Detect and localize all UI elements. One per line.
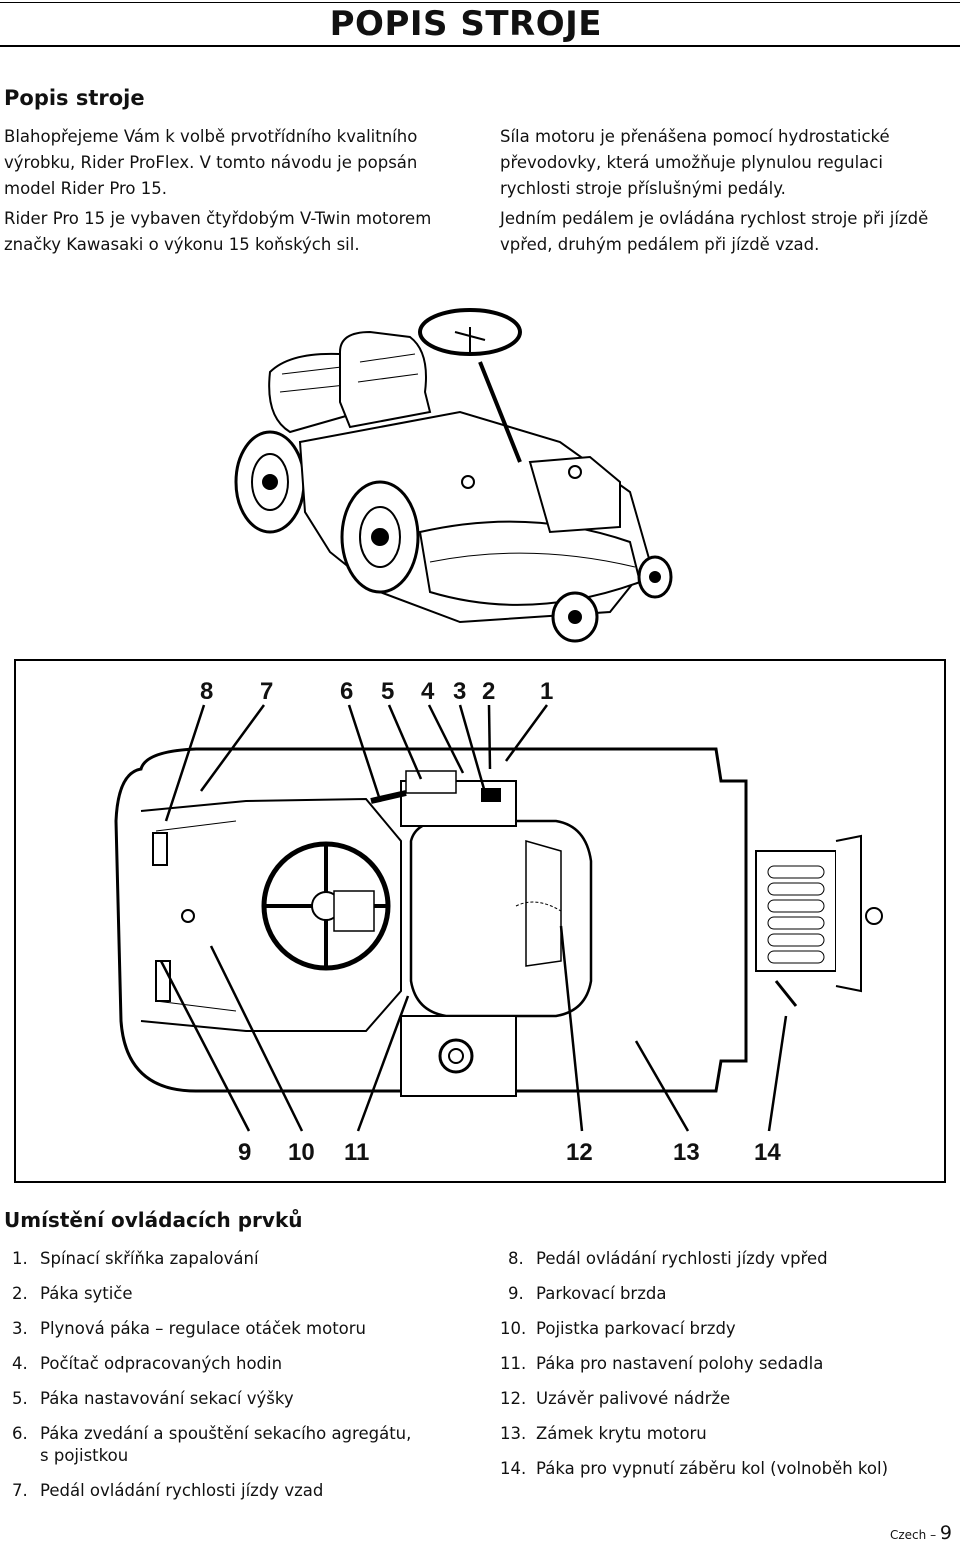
list-item: 6.Páka zvedání a spouštění sekacího agre… (12, 1424, 412, 1465)
list-item: 8.Pedál ovládání rychlosti jízdy vpřed (508, 1249, 828, 1268)
callout-11: 11 (344, 1139, 370, 1166)
list-item: 10.Pojistka parkovací brzdy (500, 1319, 736, 1338)
callout-4: 4 (421, 678, 435, 705)
callout-9: 9 (238, 1139, 252, 1166)
intro-paragraph-3: Síla motoru je přenášena pomocí hydrosta… (500, 127, 890, 198)
list-item: 3.Plynová páka – regulace otáček motoru (12, 1319, 367, 1338)
page-title: POPIS STROJE (329, 4, 602, 44)
controls-diagram: 8 7 6 5 4 3 2 1 9 10 11 12 13 14 (14, 659, 946, 1183)
list-item: 7.Pedál ovládání rychlosti jízdy vzad (12, 1481, 324, 1500)
page-number: 9 (939, 1522, 952, 1543)
callout-10: 10 (288, 1139, 315, 1166)
list-item: 1.Spínací skříňka zapalování (12, 1249, 259, 1268)
list-item: 2.Páka sytiče (12, 1284, 133, 1303)
intro-paragraph-1: Blahopřejeme Vám k volbě prvotřídního kv… (4, 127, 418, 198)
callout-8: 8 (200, 678, 214, 705)
mower-illustration (234, 308, 673, 643)
list-item: 4.Počítač odpracovaných hodin (12, 1354, 283, 1373)
callout-12: 12 (566, 1139, 593, 1166)
section-heading: Popis stroje (4, 86, 145, 110)
header-top-rule (0, 2, 960, 3)
callout-5: 5 (381, 678, 395, 705)
list-item: 11.Páka pro nastavení polohy sedadla (500, 1354, 824, 1373)
callout-13: 13 (673, 1139, 700, 1166)
callout-1: 1 (540, 678, 554, 705)
controls-list-left: 1.Spínací skříňka zapalování 2.Páka syti… (4, 1248, 424, 1502)
list-item: 12.Uzávěr palivové nádrže (500, 1389, 731, 1408)
callout-2: 2 (482, 678, 496, 705)
intro-paragraph-2: Rider Pro 15 je vybaven čtyřdobým V-Twin… (4, 209, 432, 254)
list-item: 14.Páka pro vypnutí záběru kol (volnoběh… (500, 1459, 889, 1478)
callout-3: 3 (453, 678, 467, 705)
header-rule (0, 45, 960, 47)
list-item: 9.Parkovací brzda (508, 1284, 667, 1303)
callout-14: 14 (754, 1139, 781, 1166)
footer-language: Czech – (890, 1528, 937, 1542)
callout-7: 7 (260, 678, 274, 705)
page-footer: Czech – 9 (890, 1522, 952, 1543)
list-item: 5.Páka nastavování sekací výšky (12, 1389, 294, 1408)
controls-heading: Umístění ovládacích prvků (4, 1208, 303, 1232)
callout-6: 6 (340, 678, 354, 705)
list-item: 13.Zámek krytu motoru (500, 1424, 707, 1443)
controls-diagram-drawing (114, 704, 883, 1132)
controls-list-right: 8.Pedál ovládání rychlosti jízdy vpřed 9… (500, 1248, 940, 1480)
intro-paragraph-4: Jedním pedálem je ovládána rychlost stro… (500, 209, 929, 254)
